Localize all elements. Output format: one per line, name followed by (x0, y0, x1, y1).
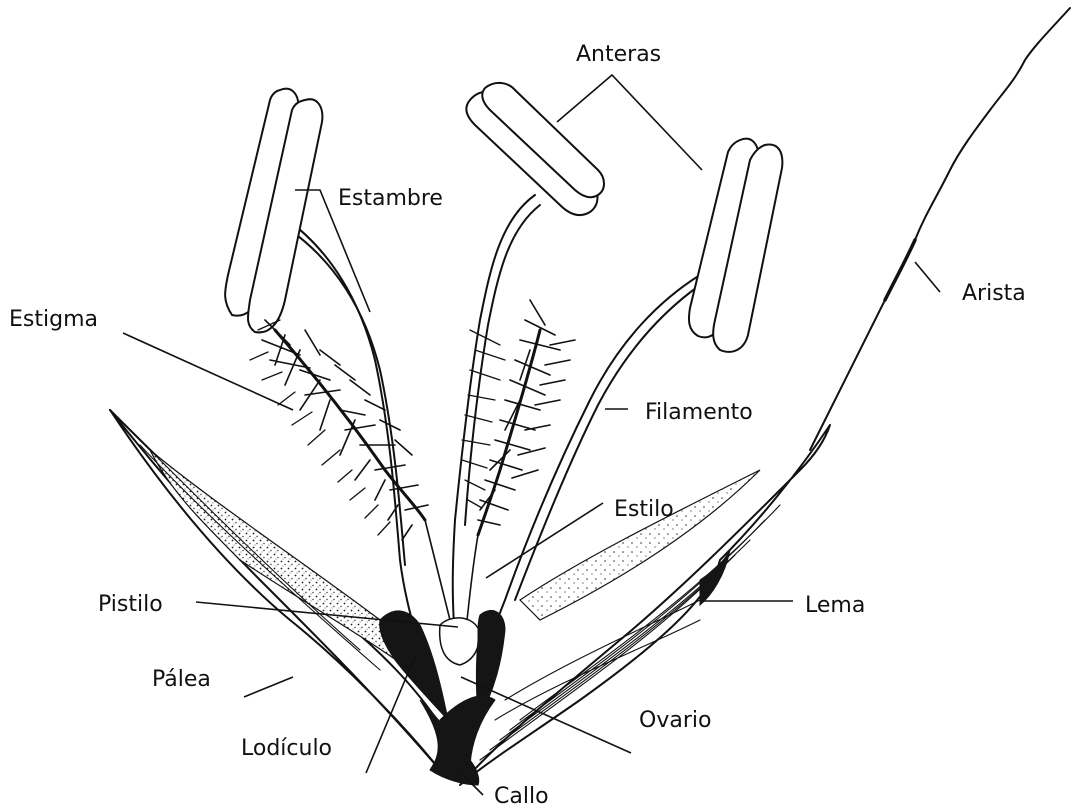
arista-awn (810, 8, 1070, 450)
filaments (285, 195, 700, 650)
anther-right (689, 139, 782, 352)
ovario-ovary (440, 618, 479, 665)
stigma-right (462, 300, 575, 535)
label-pistilo: Pistilo (98, 592, 163, 617)
label-callo: Callo (494, 784, 549, 808)
label-palea: Pálea (152, 667, 211, 692)
callo-callus (420, 696, 495, 785)
anther-left (225, 89, 322, 333)
label-estigma: Estigma (9, 307, 98, 332)
label-estilo: Estilo (614, 497, 674, 522)
label-lodiculo: Lodículo (241, 736, 332, 761)
palea-bract (110, 410, 450, 770)
label-arista: Arista (962, 281, 1026, 306)
label-anteras: Anteras (576, 42, 661, 67)
label-ovario: Ovario (639, 708, 711, 733)
label-lema: Lema (805, 593, 865, 618)
label-filamento: Filamento (645, 400, 753, 425)
stigma-left (250, 320, 428, 540)
label-estambre: Estambre (338, 186, 443, 211)
